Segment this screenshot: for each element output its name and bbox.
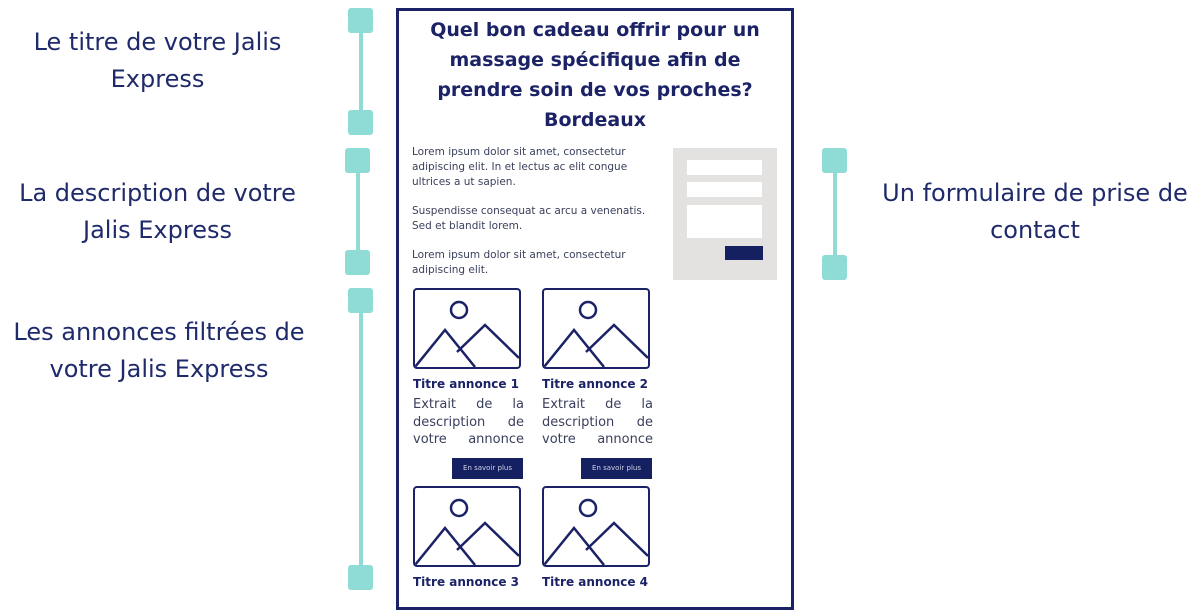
- bracket-end: [348, 110, 373, 135]
- submit-button[interactable]: [725, 246, 763, 260]
- card-excerpt: Extrait de la description de votre annon…: [542, 397, 653, 447]
- bracket-end: [348, 288, 373, 313]
- paragraph: Lorem ipsum dolor sit amet, consectetur …: [412, 249, 626, 276]
- bracket-line: [359, 30, 363, 115]
- page-mockup: [396, 8, 794, 610]
- card-excerpt: Extrait de la description de votre annon…: [413, 397, 524, 447]
- email-field[interactable]: [687, 182, 762, 197]
- bracket-end: [822, 148, 847, 173]
- bracket-line: [359, 310, 363, 570]
- bracket-end: [348, 8, 373, 33]
- bracket-line: [833, 170, 837, 260]
- bracket-end: [345, 148, 370, 173]
- read-more-button[interactable]: En savoir plus: [452, 458, 523, 479]
- bracket-end: [822, 255, 847, 280]
- card-title[interactable]: Titre annonce 1: [413, 377, 520, 391]
- image-placeholder-icon: [542, 288, 650, 369]
- message-field[interactable]: [687, 205, 762, 238]
- card-title[interactable]: Titre annonce 3: [413, 575, 520, 589]
- paragraph: Suspendisse consequat ac arcu a venenati…: [412, 205, 646, 232]
- label-form: Un formulaire de prise de contact: [882, 179, 1188, 244]
- name-field[interactable]: [687, 160, 762, 175]
- paragraph: Lorem ipsum dolor sit amet, consectetur …: [412, 146, 628, 188]
- image-placeholder-icon: [413, 288, 521, 369]
- read-more-button[interactable]: En savoir plus: [581, 458, 652, 479]
- card-title[interactable]: Titre annonce 4: [542, 575, 649, 589]
- label-title: Le titre de votre Jalis Express: [33, 28, 282, 93]
- image-placeholder-icon: [542, 486, 650, 567]
- image-placeholder-icon: [413, 486, 521, 567]
- bracket-end: [348, 565, 373, 590]
- contact-form: [673, 148, 777, 280]
- card-title[interactable]: Titre annonce 2: [542, 377, 649, 391]
- bracket-line: [356, 170, 360, 255]
- page-title: Quel bon cadeau offrir pour un massage s…: [430, 19, 760, 131]
- label-listings: Les annonces filtrées de votre Jalis Exp…: [13, 318, 305, 383]
- label-description: La description de votre Jalis Express: [19, 179, 296, 244]
- page-description: Lorem ipsum dolor sit amet, consectetur …: [412, 145, 652, 292]
- bracket-end: [345, 250, 370, 275]
